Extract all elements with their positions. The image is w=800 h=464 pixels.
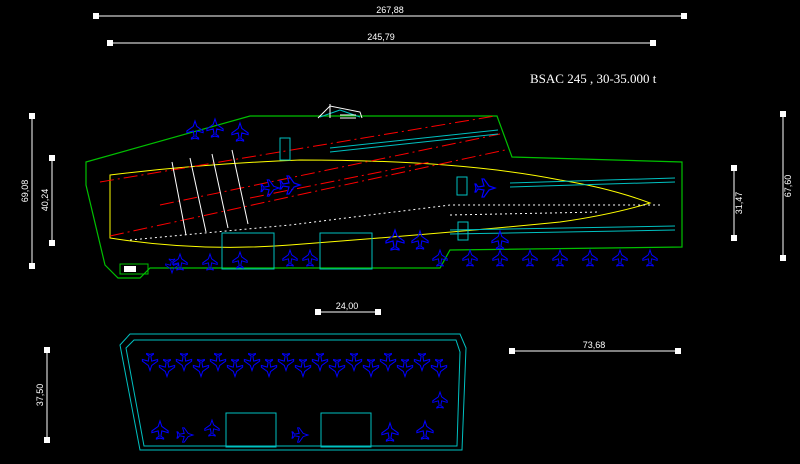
dim-deck-beam: 40,24 <box>40 189 50 212</box>
aircraft-icon <box>279 175 302 195</box>
aircraft-icon <box>151 419 169 440</box>
stern-elevator <box>119 263 149 275</box>
aircraft-icon <box>413 352 431 373</box>
aircraft-icon <box>231 121 249 142</box>
aircraft-symbols <box>141 117 658 443</box>
aircraft-icon <box>552 248 568 267</box>
aircraft-icon <box>474 178 497 198</box>
dim-overall-length: 267,88 <box>376 5 404 15</box>
aircraft-icon <box>582 248 598 267</box>
drawing-title: BSAC 245 , 30-35.000 t <box>530 71 657 86</box>
dim-deck-length: 245,79 <box>367 32 395 42</box>
aircraft-icon <box>302 248 318 267</box>
aircraft-icon <box>277 352 295 373</box>
aircraft-icon <box>411 229 429 250</box>
aircraft-icon <box>260 358 278 379</box>
catapult-lines <box>171 149 249 236</box>
aircraft-icon <box>175 352 193 373</box>
foul-line <box>129 204 660 241</box>
aircraft-icon <box>385 228 405 251</box>
aircraft-icon <box>379 352 397 373</box>
dim-overall-beam: 69,08 <box>20 180 30 203</box>
dim-island-width: 31,47 <box>734 192 744 215</box>
aircraft-icon <box>362 358 380 379</box>
aircraft-icon <box>176 427 195 443</box>
aircraft-icon <box>642 248 658 267</box>
aircraft-icon <box>430 358 448 379</box>
aircraft-icon <box>260 179 281 197</box>
hangar-outline-outer <box>119 333 467 451</box>
aircraft-icon <box>432 390 448 409</box>
aircraft-icon <box>381 421 399 442</box>
deck-outline <box>85 115 683 279</box>
hangar-deck <box>119 333 467 451</box>
aircraft-icon <box>282 248 298 267</box>
dimension-lines <box>29 13 786 443</box>
dim-hangar-width: 37,50 <box>35 384 45 407</box>
aircraft-icon <box>209 352 227 373</box>
dim-elevator: 24,00 <box>336 301 359 311</box>
aircraft-icon <box>202 252 218 271</box>
dim-hull-beam: 67,60 <box>783 175 793 198</box>
aircraft-icon <box>345 352 363 373</box>
aircraft-icon <box>462 248 478 267</box>
aircraft-icon <box>165 258 179 275</box>
aircraft-icon <box>492 248 508 267</box>
aircraft-icon <box>491 229 509 250</box>
deck-equipment <box>221 109 676 270</box>
dim-hangar-length: 73,68 <box>583 340 606 350</box>
aircraft-icon <box>328 358 346 379</box>
landing-centerlines <box>99 115 506 237</box>
aircraft-icon <box>416 419 434 440</box>
hangar-elevator-right <box>320 412 372 448</box>
aircraft-icon <box>141 352 159 373</box>
aircraft-icon <box>294 358 312 379</box>
aircraft-icon <box>206 117 224 138</box>
aircraft-icon <box>158 358 176 379</box>
aircraft-icon <box>186 119 204 140</box>
aircraft-icon <box>232 250 248 269</box>
island <box>317 104 363 119</box>
aircraft-icon <box>204 418 220 437</box>
aircraft-icon <box>192 358 210 379</box>
aircraft-icon <box>291 427 310 443</box>
aircraft-icon <box>522 248 538 267</box>
flight-deck <box>85 104 683 279</box>
aircraft-icon <box>311 352 329 373</box>
hangar-elevator-left <box>225 412 277 448</box>
hull-outline <box>109 159 652 248</box>
aircraft-icon <box>226 358 244 379</box>
aircraft-icon <box>612 248 628 267</box>
hangar-outline-inner <box>125 339 461 447</box>
deck-dotted-edge <box>449 211 601 216</box>
aircraft-icon <box>432 248 448 267</box>
aircraft-icon <box>396 358 414 379</box>
aircraft-icon <box>243 352 261 373</box>
